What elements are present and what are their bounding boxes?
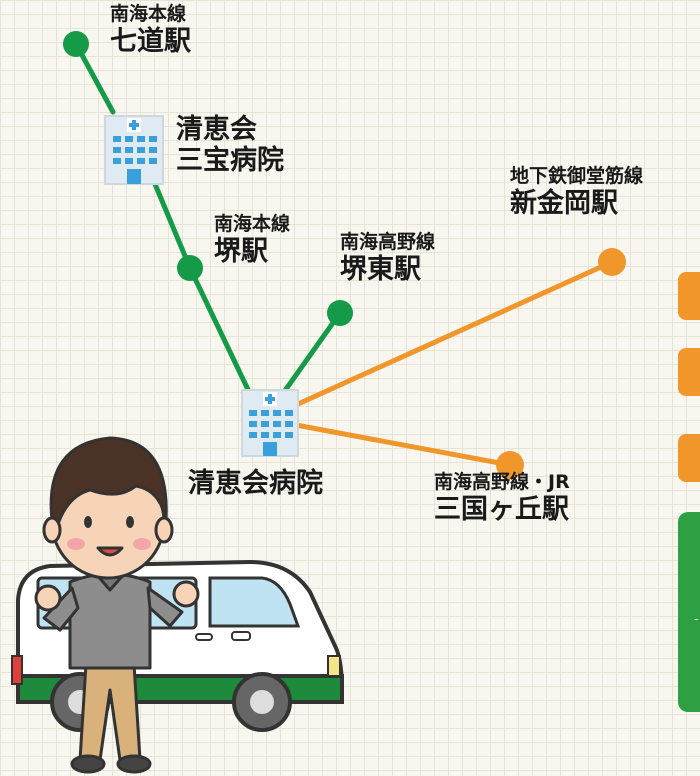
side-info-panel[interactable]: - <box>678 512 700 712</box>
station-line: 南海高野線 <box>340 231 436 253</box>
station-name: 新金岡駅 <box>510 187 618 219</box>
route-green-segment <box>152 181 193 271</box>
route-orange-segment <box>295 259 615 407</box>
hospital-label-main: 清恵会病院 <box>188 468 323 499</box>
route-green-segment <box>187 265 255 401</box>
hospital-building-icon <box>241 389 299 457</box>
station-line: 地下鉄御堂筋線 <box>510 165 644 187</box>
hospital-name: 清恵会病院 <box>188 468 323 499</box>
station-line: 南海本線 <box>214 213 291 235</box>
side-tab-button[interactable] <box>678 434 700 482</box>
route-orange-segment <box>293 422 513 468</box>
station-label-shichido: 南海本線 七道駅 <box>110 3 191 57</box>
person-illustration <box>34 436 200 774</box>
station-dot-mikunigaoka <box>496 451 524 479</box>
station-line: 南海高野線・JR <box>434 471 570 493</box>
station-name: 七道駅 <box>110 25 191 57</box>
station-label-mikunigaoka: 南海高野線・JR 三国ヶ丘駅 <box>434 471 570 525</box>
station-name: 堺駅 <box>214 235 268 267</box>
station-dot-shinkanaoka <box>598 248 626 276</box>
station-line: 南海本線 <box>110 3 187 25</box>
station-name: 三国ヶ丘駅 <box>434 493 569 525</box>
station-label-sakai: 南海本線 堺駅 <box>214 213 291 267</box>
station-label-shinkanaoka: 地下鉄御堂筋線 新金岡駅 <box>510 165 644 219</box>
side-tab-button[interactable] <box>678 348 700 396</box>
hospital-building-icon <box>104 115 164 185</box>
hospital-label-sanpo: 清恵会 三宝病院 <box>176 114 284 176</box>
hospital-name-line1: 清恵会 <box>176 114 257 145</box>
station-dot-sakai <box>177 255 203 281</box>
station-label-sakaihigashi: 南海高野線 堺東駅 <box>340 231 436 285</box>
hospital-name-line2: 三宝病院 <box>176 145 284 177</box>
side-tab-button[interactable] <box>678 272 700 320</box>
station-dot-shichido <box>63 31 89 57</box>
route-green-segment <box>281 310 343 395</box>
side-panel-text: - <box>694 612 699 626</box>
station-name: 堺東駅 <box>340 253 421 285</box>
station-dot-sakaihigashi <box>327 300 353 326</box>
